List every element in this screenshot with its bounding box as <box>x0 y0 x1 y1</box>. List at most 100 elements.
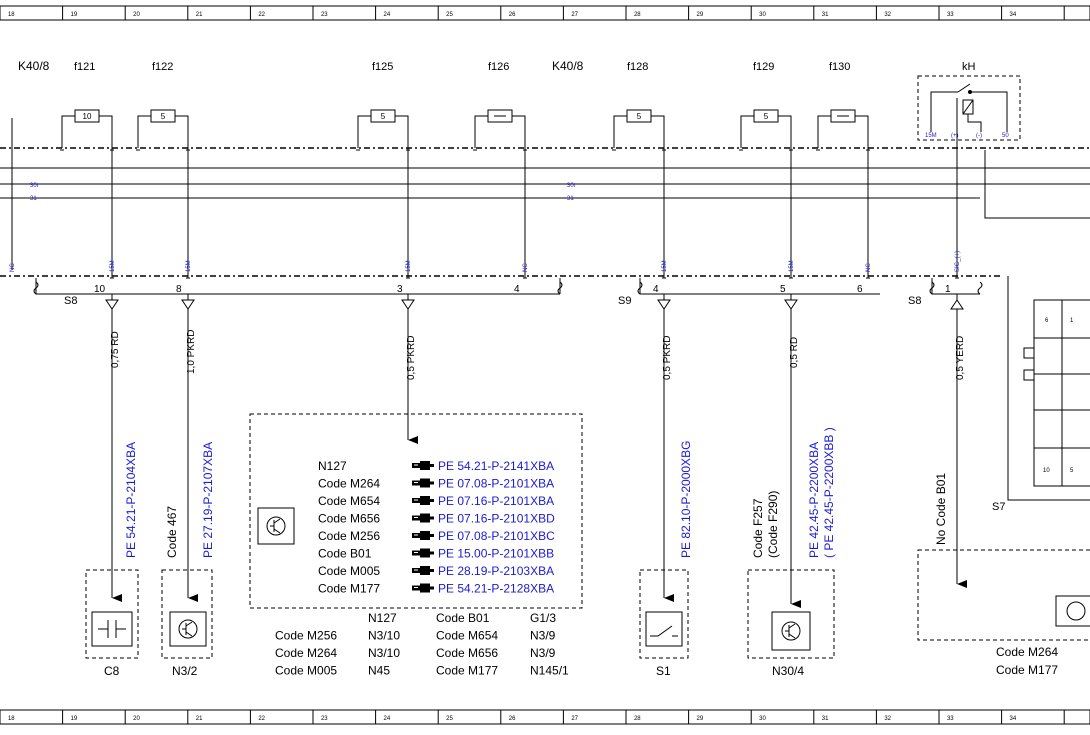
ruler-label: 20 <box>133 12 140 18</box>
s7-cell: 5 <box>1070 468 1074 474</box>
fuse-f125: 5 <box>357 109 409 148</box>
vertical-conductors <box>111 132 958 278</box>
component-label-s1: S1 <box>656 664 671 678</box>
pointing-hand-icon <box>412 478 434 488</box>
relay-kh: 15M (+) (-) 50 <box>917 75 1021 141</box>
component-c8 <box>85 569 139 659</box>
ruler-label: 19 <box>71 716 78 722</box>
pin-number: 3 <box>397 284 403 295</box>
s7-block: 6 1 10 5 <box>1007 276 1090 501</box>
relay-pin-15m: 15M <box>925 133 937 139</box>
connector-label-s9: S9 <box>618 295 631 307</box>
pin-labels: NC 15M 15M 15M NC 15M 15M NC SIG_(+) <box>10 251 961 272</box>
pin-number: 5 <box>780 284 786 295</box>
ruler-label: 27 <box>571 716 578 722</box>
ref-row-link[interactable]: PE 07.08-P-2101XBA <box>438 477 554 491</box>
ruler-label: 23 <box>321 12 328 18</box>
ruler-label: 30 <box>759 716 766 722</box>
ruler-label: 34 <box>1010 12 1017 18</box>
connector-label-s8-left: S8 <box>64 295 77 307</box>
ref-row-link[interactable]: PE 28.19-P-2103XBA <box>438 564 554 578</box>
pointing-hand-icon <box>412 461 434 470</box>
bus-label-31-left: 31 <box>30 196 37 202</box>
ruler-label: 25 <box>446 12 453 18</box>
pin-number: 8 <box>176 284 182 295</box>
fuse-f129: 5 <box>740 109 792 148</box>
ruler-label: 24 <box>384 12 391 18</box>
pin-number: 4 <box>653 284 659 295</box>
pin-label: 15M <box>186 260 192 272</box>
ruler-label: 29 <box>697 12 704 18</box>
fuse-f128: 5 <box>613 109 665 148</box>
connector-label-s8-right: S8 <box>908 295 921 307</box>
code-table-cell: N3/9 <box>530 646 556 660</box>
pe-ref-s1[interactable]: PE 82.10-P-2000XBG <box>679 441 693 558</box>
ruler-label: 26 <box>509 716 516 722</box>
ruler-label: 28 <box>634 716 641 722</box>
ruler-label: 22 <box>258 12 265 18</box>
no-code-b01-label: No Code B01 <box>934 473 948 545</box>
relay-pin-50: 50 <box>1002 133 1009 139</box>
ref-row-code: Code M005 <box>318 564 380 578</box>
bus-label-30t-left: 30t <box>30 183 39 189</box>
right-code-m177: Code M177 <box>996 663 1058 677</box>
pe-ref-n32[interactable]: PE 27.19-P-2107XBA <box>201 442 215 558</box>
fuse-f122: 5 <box>137 109 189 148</box>
fuse-name-f121: f121 <box>74 61 95 73</box>
fuse-rating-f125: 5 <box>381 112 386 121</box>
s7-cell: 6 <box>1045 318 1049 324</box>
pin-label: SIG_(+) <box>955 251 961 272</box>
ruler-label: 18 <box>8 12 15 18</box>
code-f290-label: (Code F290) <box>766 491 780 558</box>
connector-label-s7: S7 <box>992 501 1005 513</box>
fuse-f126 <box>474 109 526 148</box>
connector-blocks <box>33 277 983 295</box>
ref-row-link[interactable]: PE 07.16-P-2101XBA <box>438 494 554 508</box>
pointing-hand-icon <box>412 566 434 575</box>
pin-number: 10 <box>94 284 106 295</box>
bus-label-31-right: 31 <box>567 196 574 202</box>
ruler-label: 32 <box>884 716 891 722</box>
code-table-cell: Code M256 <box>275 629 337 643</box>
pin-label: NC <box>866 263 872 272</box>
component-label-n32: N3/2 <box>172 664 198 678</box>
fuse-name-f129: f129 <box>753 61 774 73</box>
fuse-name-f130: f130 <box>829 61 850 73</box>
ruler-label: 29 <box>697 716 704 722</box>
ref-row-link[interactable]: PE 54.21-P-2128XBA <box>438 582 554 596</box>
code-table-cell: N145/1 <box>530 664 569 678</box>
pe-ref-n304-a[interactable]: PE 42.45-P-2200XBA <box>807 442 821 558</box>
ref-row-link[interactable]: PE 15.00-P-2101XBB <box>438 547 554 561</box>
fuse-rating-f129: 5 <box>764 112 769 121</box>
ruler-label: 22 <box>258 716 265 722</box>
wire-label-s1: 0,5 PKRD <box>662 336 673 380</box>
code-table-cell: Code M177 <box>436 664 498 678</box>
pe-ref-c8[interactable]: PE 54.21-P-2104XBA <box>124 442 138 558</box>
ref-row-link[interactable]: PE 07.16-P-2101XBD <box>438 512 555 526</box>
code-table-cell: Code M654 <box>436 629 498 643</box>
ruler-label: 33 <box>947 716 954 722</box>
s7-cell: 1 <box>1070 318 1074 324</box>
ruler-label: 30 <box>759 12 766 18</box>
pe-ref-n304-b[interactable]: ( PE 42.45-P-2200XBB ) <box>822 427 836 558</box>
ref-row-link[interactable]: PE 54.21-P-2141XBA <box>438 459 554 473</box>
fuse-name-f128: f128 <box>627 61 648 73</box>
pin-label: 15M <box>789 260 795 272</box>
component-n32 <box>161 569 213 659</box>
ref-row-code: Code M654 <box>318 494 380 508</box>
ruler-label: 32 <box>884 12 891 18</box>
code-table-cell: Code B01 <box>436 611 490 625</box>
component-s1 <box>639 569 689 659</box>
ref-row-link[interactable]: PE 07.08-P-2101XBC <box>438 529 555 543</box>
wire-label-n304: 0,5 RD <box>789 337 800 368</box>
right-component <box>917 549 1090 641</box>
component-label-c8: C8 <box>104 664 120 678</box>
fuse-f130 <box>817 109 869 148</box>
ref-row-code: N127 <box>318 459 347 473</box>
wire-terminals <box>105 294 964 310</box>
right-code-m264: Code M264 <box>996 645 1058 659</box>
wire-label-refbox: 0,5 PKRD <box>406 336 417 380</box>
